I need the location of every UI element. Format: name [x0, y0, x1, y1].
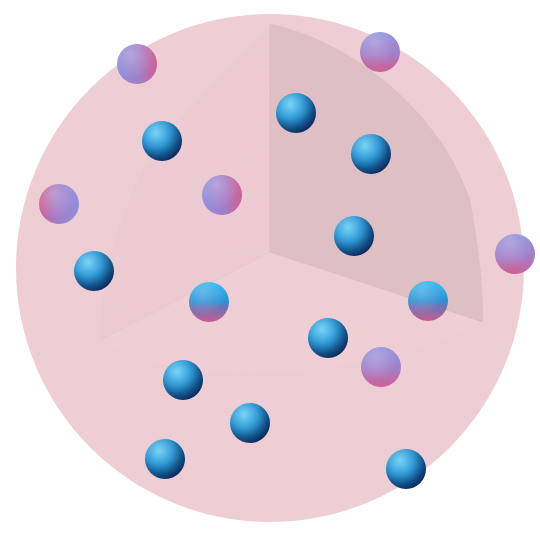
particle-highlight	[351, 134, 391, 174]
particle-highlight	[386, 449, 426, 489]
particle-sphere-icon	[334, 216, 374, 256]
particle-sphere-icon	[351, 134, 391, 174]
particle-sphere-icon	[230, 403, 270, 443]
particle-highlight	[495, 234, 535, 274]
cutaway-floor	[100, 252, 483, 372]
particle-highlight	[202, 175, 242, 215]
particle-sphere-icon	[189, 282, 229, 322]
particle-highlight	[334, 216, 374, 256]
particle-highlight	[117, 44, 157, 84]
particle-highlight	[142, 121, 182, 161]
particle-highlight	[145, 439, 185, 479]
particle-highlight	[361, 347, 401, 387]
particle-highlight	[276, 93, 316, 133]
particle-highlight	[39, 184, 79, 224]
particle-sphere-icon	[163, 360, 203, 400]
particle-highlight	[360, 32, 400, 72]
particle-sphere-icon	[495, 234, 535, 274]
particle-highlight	[308, 318, 348, 358]
particle-sphere-icon	[361, 347, 401, 387]
particle-sphere-icon	[308, 318, 348, 358]
cutaway-left-wall	[100, 24, 270, 340]
particle-sphere-icon	[276, 93, 316, 133]
particle-highlight	[163, 360, 203, 400]
particle-sphere-icon	[408, 281, 448, 321]
particle-sphere-icon	[117, 44, 157, 84]
particle-sphere-icon	[74, 251, 114, 291]
particle-sphere-icon	[360, 32, 400, 72]
particles-layer	[39, 32, 535, 489]
particle-highlight	[230, 403, 270, 443]
particle-sphere-icon	[142, 121, 182, 161]
particle-sphere-icon	[386, 449, 426, 489]
cutaway-edge-left	[99, 251, 271, 341]
particle-highlight	[189, 282, 229, 322]
cutaway-edge-right	[269, 251, 484, 323]
particle-sphere-icon	[202, 175, 242, 215]
particle-highlight	[408, 281, 448, 321]
particle-sphere-icon	[145, 439, 185, 479]
particle-highlight	[74, 251, 114, 291]
particle-sphere-icon	[39, 184, 79, 224]
